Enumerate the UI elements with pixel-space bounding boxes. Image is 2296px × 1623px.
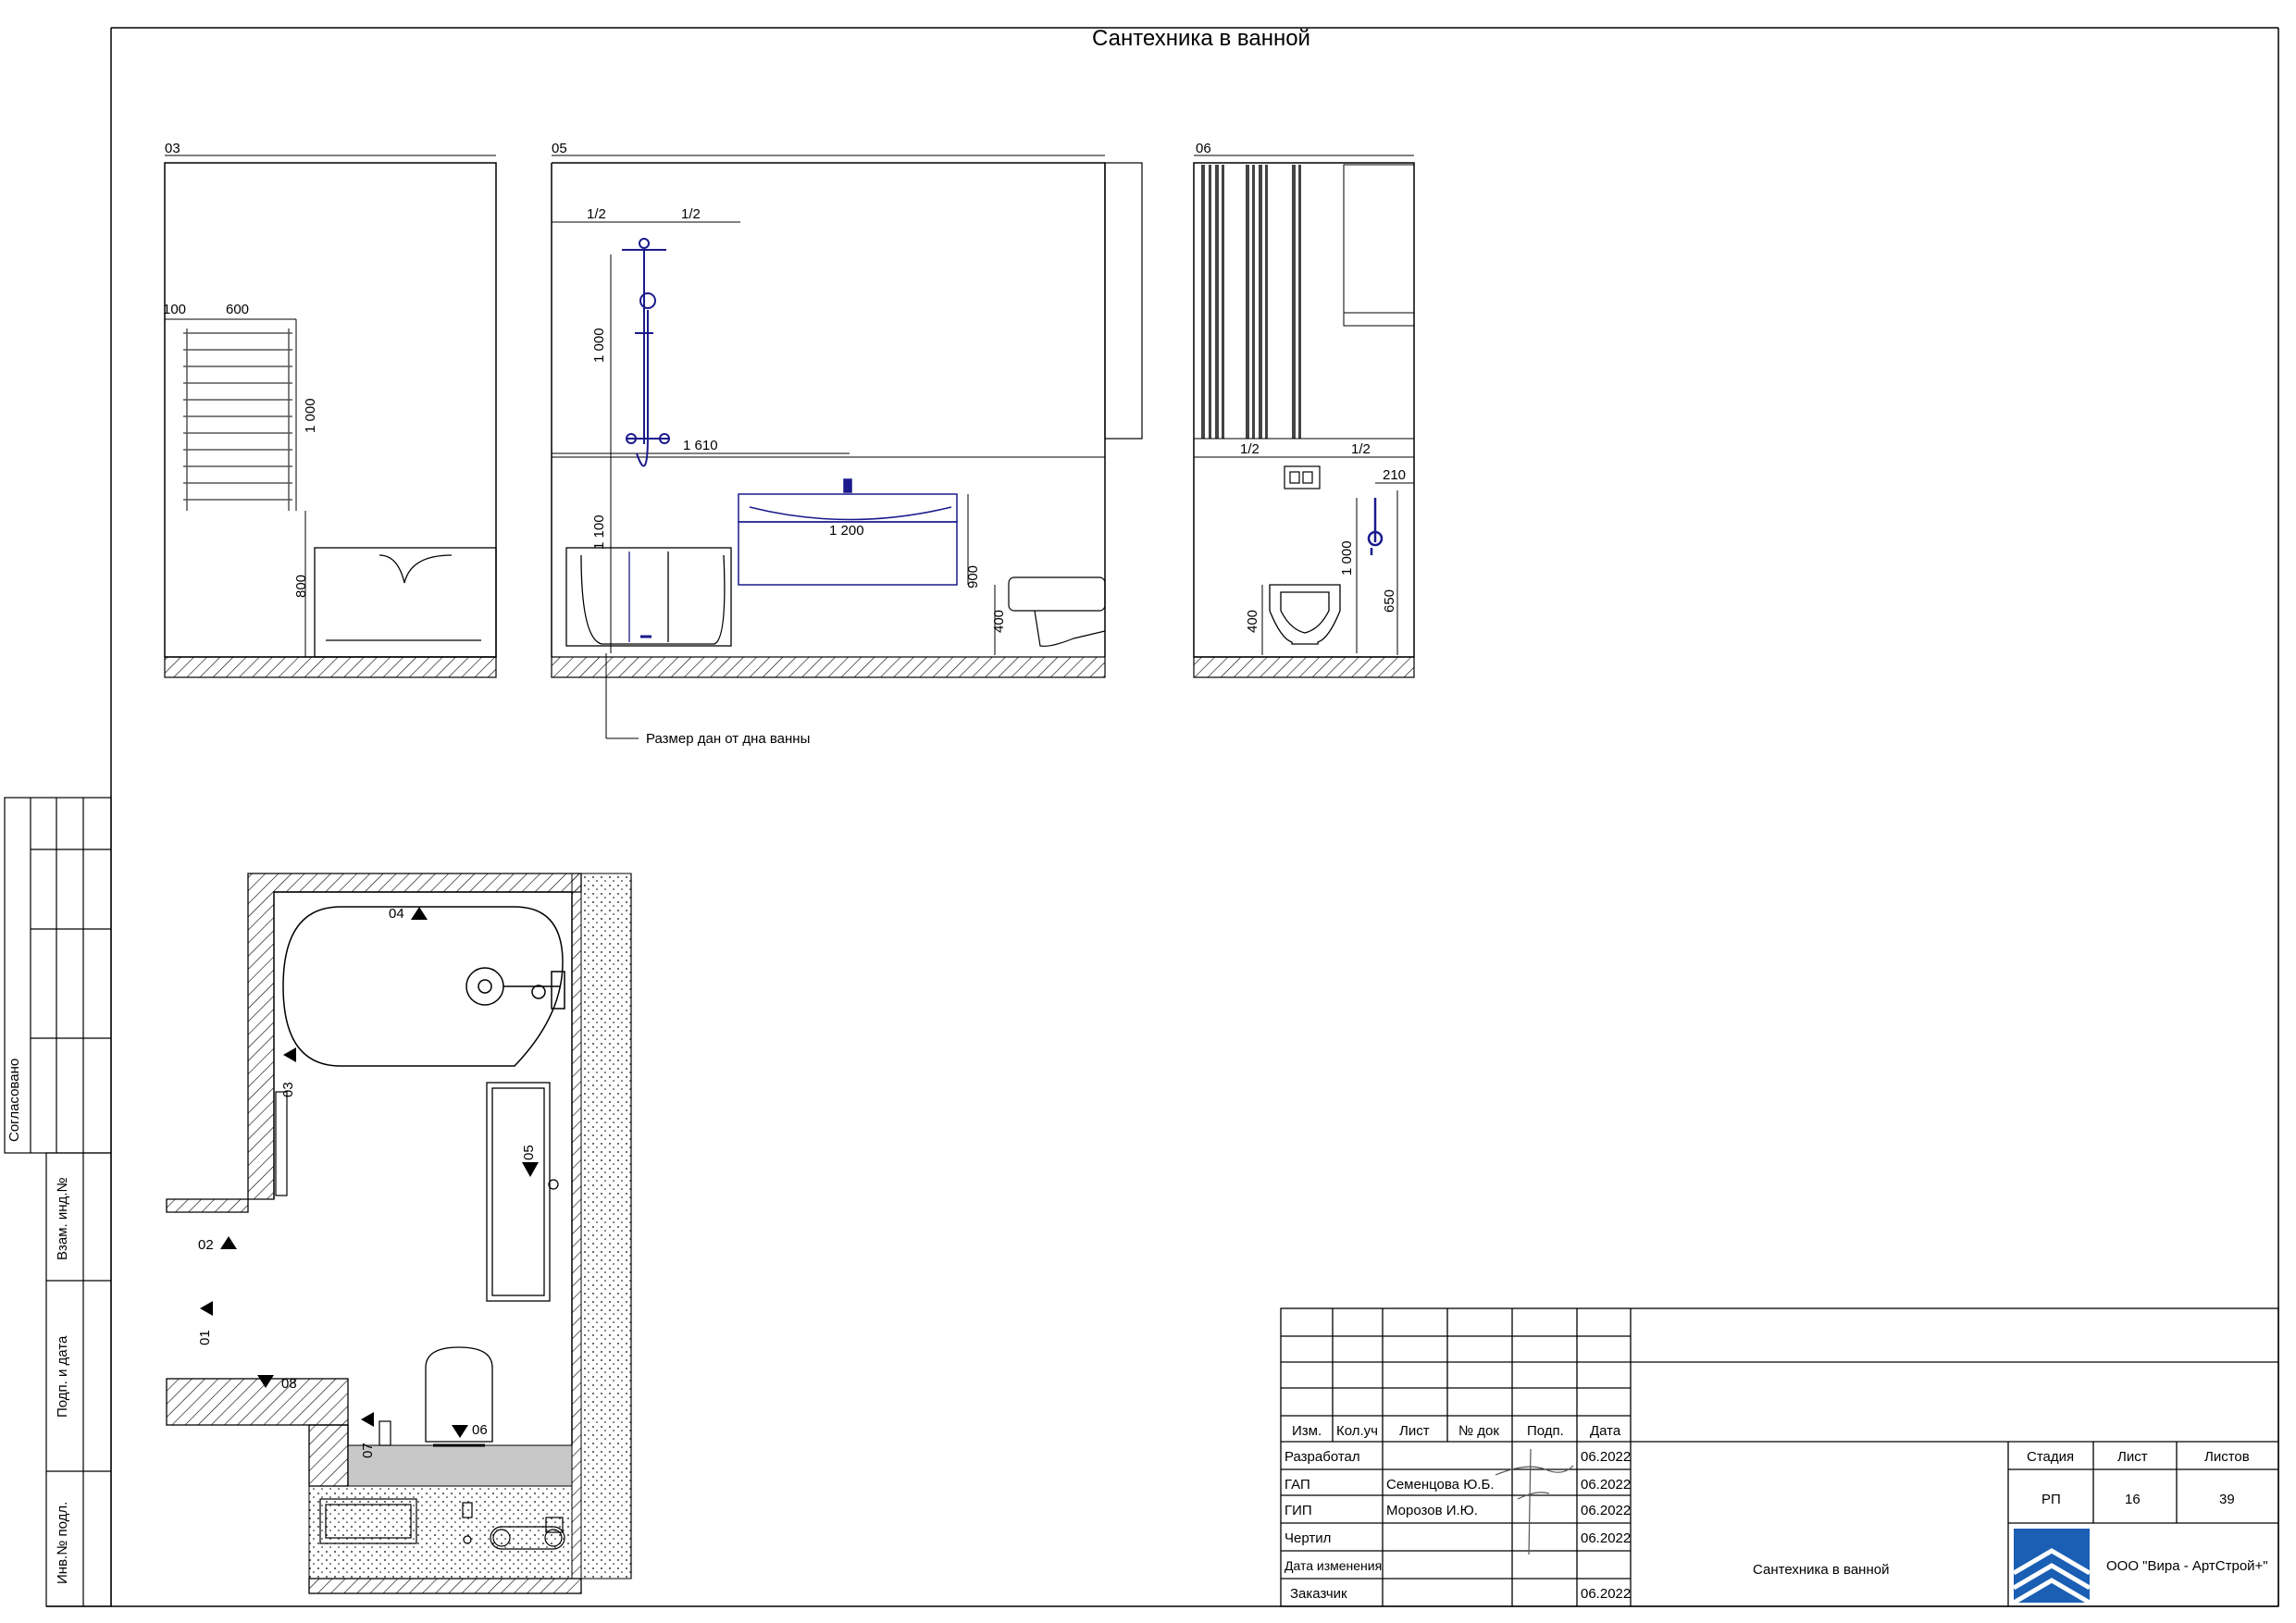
vzam-label: Взам. инд.№ <box>55 1177 70 1260</box>
sheet-label: Лист <box>2117 1449 2148 1465</box>
company-logo-icon <box>2012 1529 2091 1605</box>
sheet-title: Сантехника в ванной <box>1092 26 1310 51</box>
row-name: Морозов И.Ю. <box>1386 1503 1478 1518</box>
dim-03-800: 800 <box>293 574 309 598</box>
dim-05-900: 900 <box>965 564 981 588</box>
dim-05-400: 400 <box>991 609 1007 633</box>
row-date: 06.2022 <box>1581 1586 1632 1602</box>
dim-06-400: 400 <box>1245 609 1260 633</box>
stage-value: РП <box>2042 1492 2061 1507</box>
floor-plan <box>166 873 632 1594</box>
dim-06-half-a: 1/2 <box>1240 441 1260 457</box>
dim-05-1100: 1 100 <box>591 514 607 550</box>
towel-rail-icon <box>183 328 292 511</box>
dim-05-1610: 1 610 <box>683 438 718 453</box>
signature-icon <box>1495 1448 1574 1555</box>
row-role: Разработал <box>1285 1449 1360 1465</box>
marker-06: 06 <box>472 1422 488 1438</box>
toilet-side-icon <box>1008 576 1106 647</box>
hygienic-shower-icon <box>1367 498 1384 555</box>
row-role: Дата изменения <box>1285 1558 1383 1573</box>
company-name: ООО "Вира - АртСтрой+" <box>2106 1558 2268 1574</box>
toilet-plan-icon <box>425 1346 493 1447</box>
podp-label: Подп. и дата <box>55 1335 70 1418</box>
hdr-list: Лист <box>1399 1423 1430 1439</box>
dim-05-half-b: 1/2 <box>681 206 701 222</box>
marker-02: 02 <box>198 1237 214 1253</box>
row-date: 06.2022 <box>1581 1477 1632 1493</box>
view-06-label: 06 <box>1196 141 1211 156</box>
inv-label: Инв.№ подл. <box>55 1501 70 1584</box>
curtain-icon <box>1201 165 1301 439</box>
towel-rail-plan-icon <box>275 1091 288 1196</box>
bath-bottom-note: Размер дан от дна ванны <box>646 731 811 747</box>
hdr-izm: Изм. <box>1292 1423 1322 1439</box>
flush-plate-icon <box>1284 465 1321 489</box>
dim-03-100: 100 <box>163 302 187 317</box>
sheets-value: 39 <box>2219 1492 2235 1507</box>
bathtub-plan-icon <box>282 906 565 1067</box>
dim-06-210: 210 <box>1383 467 1407 483</box>
dim-05-half-a: 1/2 <box>587 206 606 222</box>
elevation-view-03 <box>164 155 497 678</box>
dim-06-650: 650 <box>1382 588 1397 613</box>
row-role: Заказчик <box>1290 1586 1347 1602</box>
elevation-view-06 <box>1193 155 1415 678</box>
elevation-view-05 <box>551 155 1143 739</box>
vanity-plan-icon <box>486 1082 559 1302</box>
stage-label: Стадия <box>2027 1449 2075 1465</box>
dim-05-1000: 1 000 <box>591 328 607 363</box>
dim-05-1200: 1 200 <box>829 523 864 539</box>
hdr-kol: Кол.уч <box>1336 1423 1378 1439</box>
marker-08: 08 <box>281 1376 297 1392</box>
marker-03: 03 <box>280 1082 296 1097</box>
bathtub-front-icon <box>565 547 732 647</box>
row-date: 06.2022 <box>1581 1530 1632 1546</box>
soglasovano-label: Согласовано <box>6 1058 22 1142</box>
marker-04: 04 <box>389 906 404 922</box>
hdr-ndoc: № док <box>1458 1423 1499 1439</box>
wall-hung-toilet-icon <box>1269 584 1341 645</box>
hdr-podp: Подп. <box>1527 1423 1564 1439</box>
sheets-label: Листов <box>2204 1449 2250 1465</box>
row-name: Семенцова Ю.Б. <box>1386 1477 1495 1493</box>
marker-01: 01 <box>197 1330 213 1345</box>
row-role: ГИП <box>1285 1503 1312 1518</box>
row-role: ГАП <box>1285 1477 1310 1493</box>
view-markers <box>200 907 539 1438</box>
dim-06-1000: 1 000 <box>1339 540 1355 576</box>
marker-07: 07 <box>360 1443 376 1458</box>
row-date: 06.2022 <box>1581 1449 1632 1465</box>
dim-03-1000: 1 000 <box>303 398 318 433</box>
view-03-label: 03 <box>165 141 180 156</box>
dim-06-half-b: 1/2 <box>1351 441 1371 457</box>
row-date: 06.2022 <box>1581 1503 1632 1518</box>
row-role: Чертил <box>1285 1530 1332 1546</box>
shower-column-icon <box>622 238 670 467</box>
view-05-label: 05 <box>552 141 567 156</box>
left-strip <box>4 797 112 1607</box>
hdr-data: Дата <box>1590 1423 1621 1439</box>
title-block <box>1280 1307 2279 1607</box>
vanity-sink-icon <box>738 478 958 586</box>
drawing-name: Сантехника в ванной <box>1753 1562 1890 1578</box>
sheet-value: 16 <box>2125 1492 2141 1507</box>
bathtub-side-icon <box>314 547 497 658</box>
dim-03-600: 600 <box>226 302 250 317</box>
marker-05: 05 <box>521 1145 537 1160</box>
